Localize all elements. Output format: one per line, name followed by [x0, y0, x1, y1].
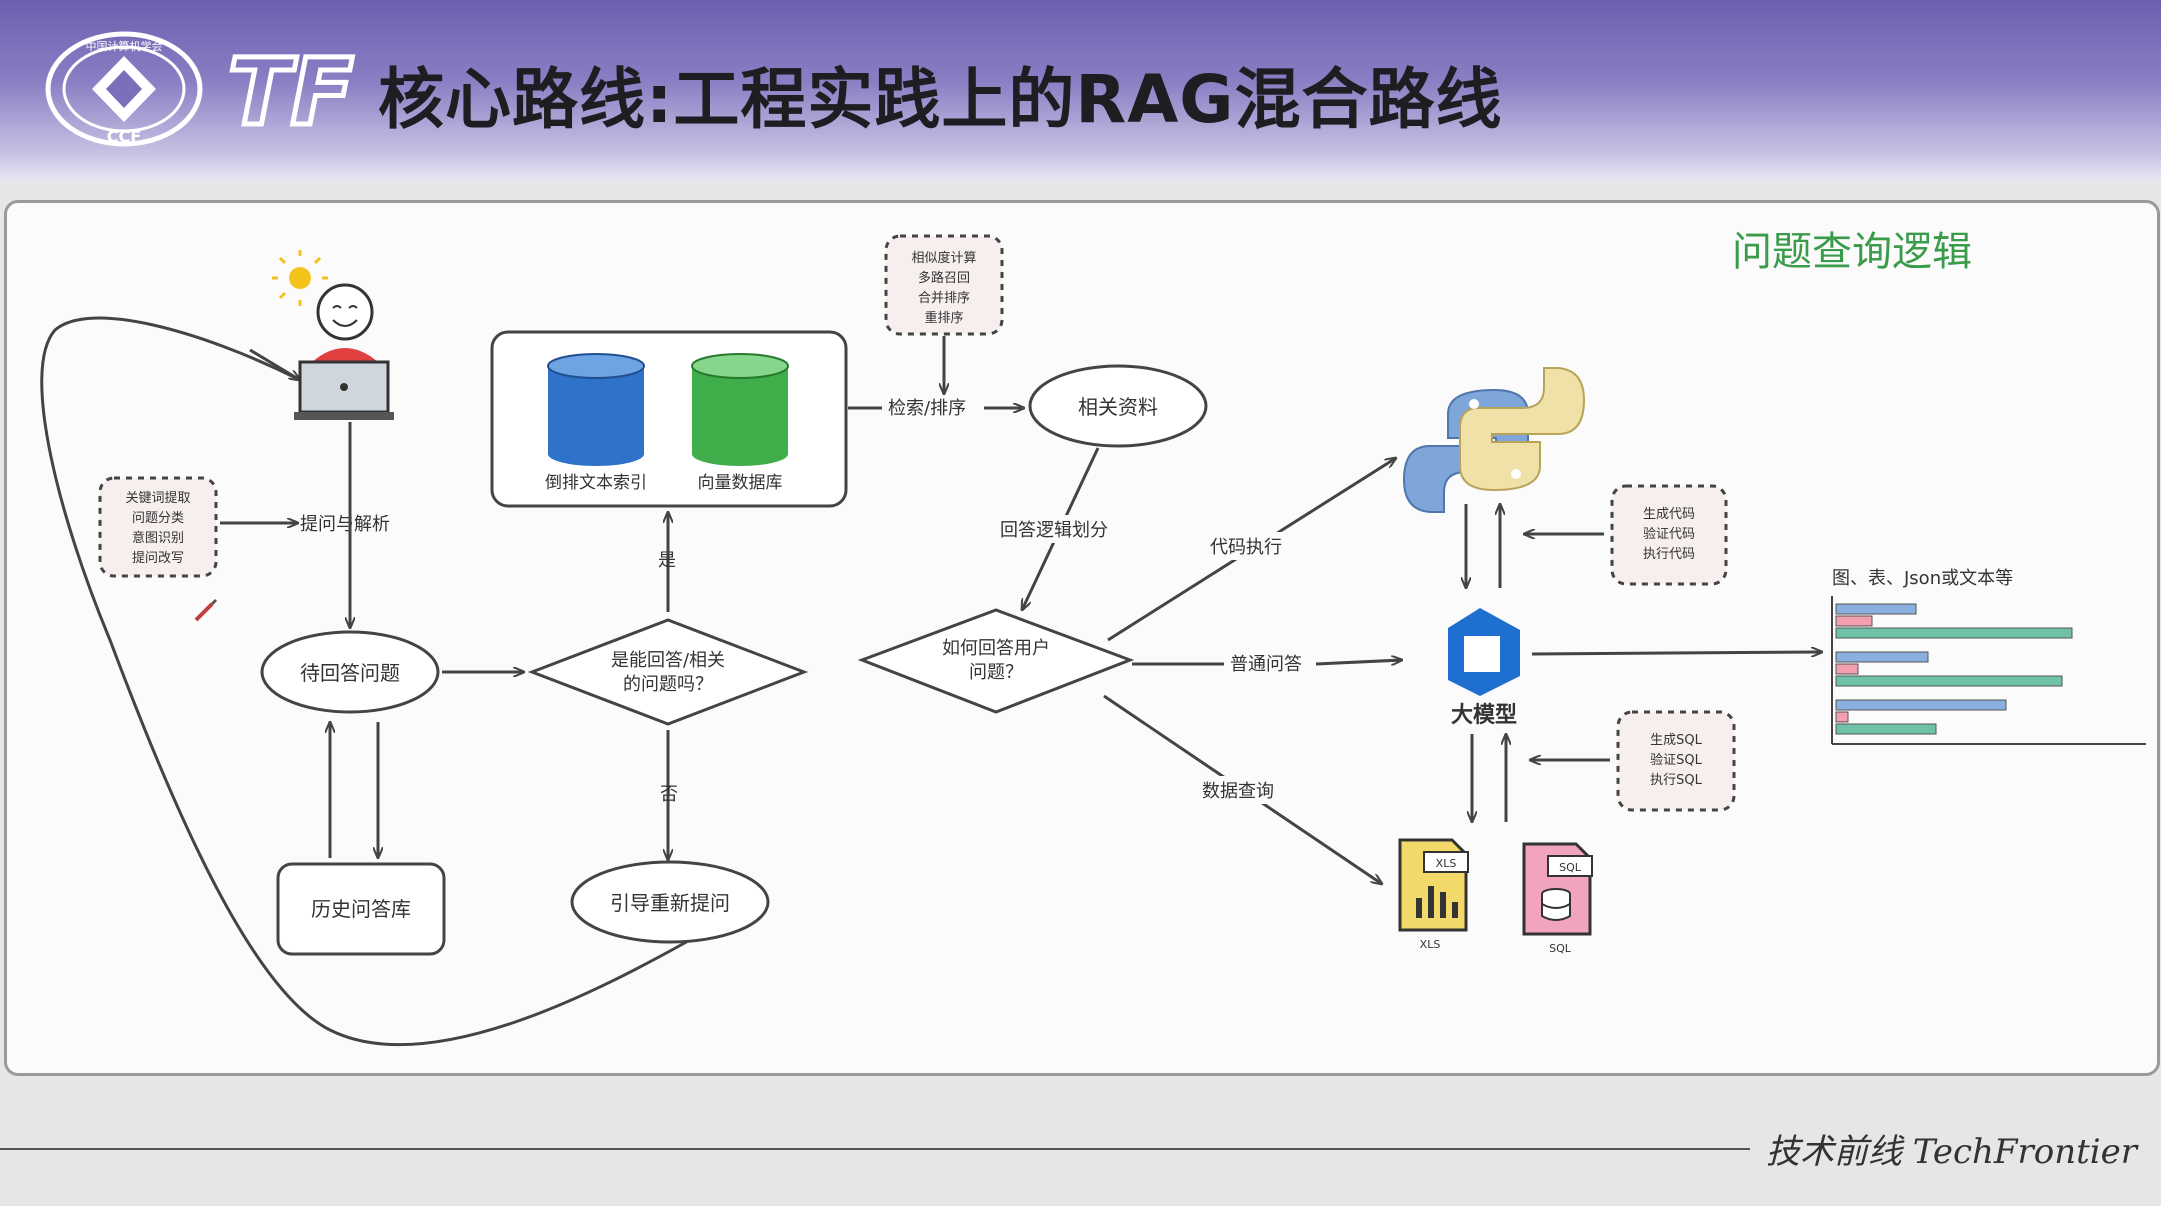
vector-db-icon [691, 353, 789, 466]
note-retrieval-line: 重排序 [924, 310, 963, 326]
tf-logo-mark: TF [228, 40, 356, 136]
node-materials-label: 相关资料 [1078, 395, 1158, 419]
bar-chart-icon [1831, 596, 2146, 745]
note-retrieval-line: 相似度计算 [911, 250, 976, 266]
decision-can-answer-line: 的问题吗？ [623, 674, 713, 695]
footer-brand: 技术前线 TechFrontier [1766, 1132, 2138, 1172]
decision-how-line: 如何回答用户 [942, 638, 1050, 659]
kb-vector-label: 向量数据库 [698, 473, 783, 493]
svg-text:XLS: XLS [1436, 857, 1457, 870]
note-code-line: 生成代码 [1643, 507, 1695, 522]
svg-text:中国计算机学会: 中国计算机学会 [86, 39, 163, 53]
pencil-icon [194, 598, 218, 622]
sql-caption: SQL [1549, 942, 1572, 955]
kb-inverted-label: 倒排文本索引 [545, 473, 647, 493]
note-sql-line: 生成SQL [1650, 733, 1702, 748]
note-sql-line: 验证SQL [1650, 752, 1702, 768]
note-code-line: 执行代码 [1643, 547, 1695, 562]
node-history-label: 历史问答库 [311, 897, 411, 921]
node-guide-reask [570, 860, 770, 944]
decision-can-answer-line: 是能回答/相关 [611, 650, 725, 671]
note-user-processing [98, 476, 218, 578]
slide-header: 中国计算机学会 CCF TF 核心路线:工程实践上的RAG混合路线 [0, 0, 2161, 182]
note-user-line: 问题分类 [132, 511, 184, 526]
svg-text:SQL: SQL [1559, 861, 1582, 874]
llm-label: 大模型 [1451, 703, 1517, 728]
sun-icon [272, 250, 328, 306]
note-retrieval [884, 234, 1004, 336]
note-retrieval-line: 合并排序 [918, 291, 970, 306]
edge-yes-label: 是 [658, 550, 676, 571]
note-user-line: 意图识别 [132, 530, 184, 546]
note-retrieval-line: 多路召回 [918, 270, 970, 286]
decision-how-answer [857, 608, 1135, 714]
note-user-line: 提问改写 [132, 550, 184, 566]
output-label: 图、表、Json或文本等 [1832, 568, 2013, 589]
edge-code-label: 代码执行 [1210, 537, 1282, 558]
decision-how-line: 问题？ [969, 662, 1023, 683]
note-sql-line: 执行SQL [1650, 773, 1702, 788]
edge-ask-label: 提问与解析 [300, 514, 390, 535]
python-icon [1402, 367, 1586, 513]
decision-can-answer [527, 618, 809, 726]
corner-label: 问题查询逻辑 [1732, 229, 1972, 275]
edge-data-label: 数据查询 [1202, 781, 1274, 802]
person-laptop-icon [294, 283, 394, 420]
llm-icon [1448, 608, 1520, 696]
note-code-line: 验证代码 [1643, 526, 1695, 542]
note-code [1610, 484, 1728, 586]
node-pending-question [260, 630, 440, 714]
node-history-db [276, 862, 446, 956]
slide-title: 核心路线:工程实践上的RAG混合路线 [378, 61, 1503, 138]
note-user-line: 关键词提取 [125, 490, 190, 506]
xls-caption: XLS [1420, 938, 1441, 951]
inverted-index-db-icon [547, 353, 645, 466]
edge-retrieve-label: 检索/排序 [888, 398, 966, 419]
node-pending-label: 待回答问题 [300, 661, 400, 685]
edge-no-label: 否 [660, 784, 678, 805]
node-guide-label: 引导重新提问 [610, 891, 730, 915]
svg-text:TF: TF [228, 40, 354, 136]
xls-file-icon: XLS [1398, 838, 1469, 932]
node-related-materials [1028, 364, 1208, 448]
sql-file-icon: SQL [1522, 842, 1593, 936]
feedback-loop-line [40, 316, 691, 1047]
footer-rule [0, 1148, 1750, 1150]
svg-text:CCF: CCF [107, 127, 141, 146]
edge-logic-split-label: 回答逻辑划分 [1000, 520, 1108, 541]
ccf-logo: 中国计算机学会 CCF [45, 31, 203, 147]
edge-normal-label: 普通问答 [1230, 654, 1302, 675]
note-sql [1616, 710, 1736, 812]
